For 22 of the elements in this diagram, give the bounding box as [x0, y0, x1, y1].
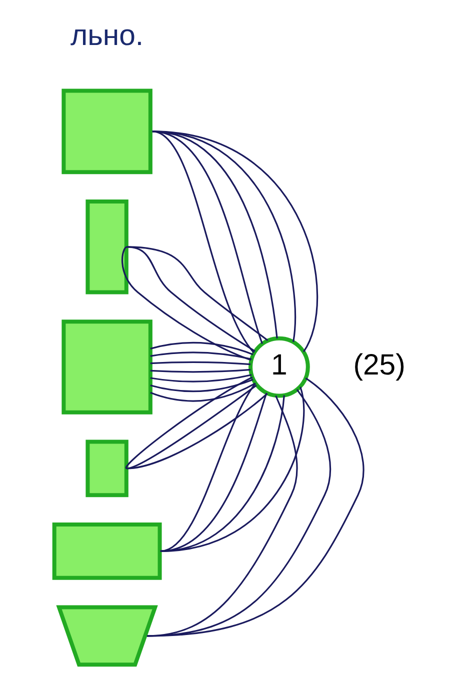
node-box: [62, 320, 152, 414]
connector: [150, 368, 251, 373]
connector: [127, 246, 268, 342]
node-box: [52, 522, 162, 580]
node-box: [62, 88, 152, 174]
connector: [160, 382, 256, 552]
connector: [160, 386, 305, 552]
connector: [150, 374, 252, 382]
node-label: (25): [353, 348, 406, 382]
node-trapezoid: [56, 605, 158, 667]
connector: [150, 361, 251, 366]
node-circle: 1: [248, 336, 310, 398]
node-bar: [86, 200, 128, 294]
connector: [152, 130, 318, 352]
connector: [150, 352, 252, 360]
node-box: [86, 440, 128, 498]
connector: [147, 378, 364, 637]
label: льно.: [70, 18, 144, 52]
connector: [127, 393, 268, 470]
connector: [150, 342, 254, 356]
connector: [150, 378, 254, 392]
connector: [150, 382, 256, 402]
